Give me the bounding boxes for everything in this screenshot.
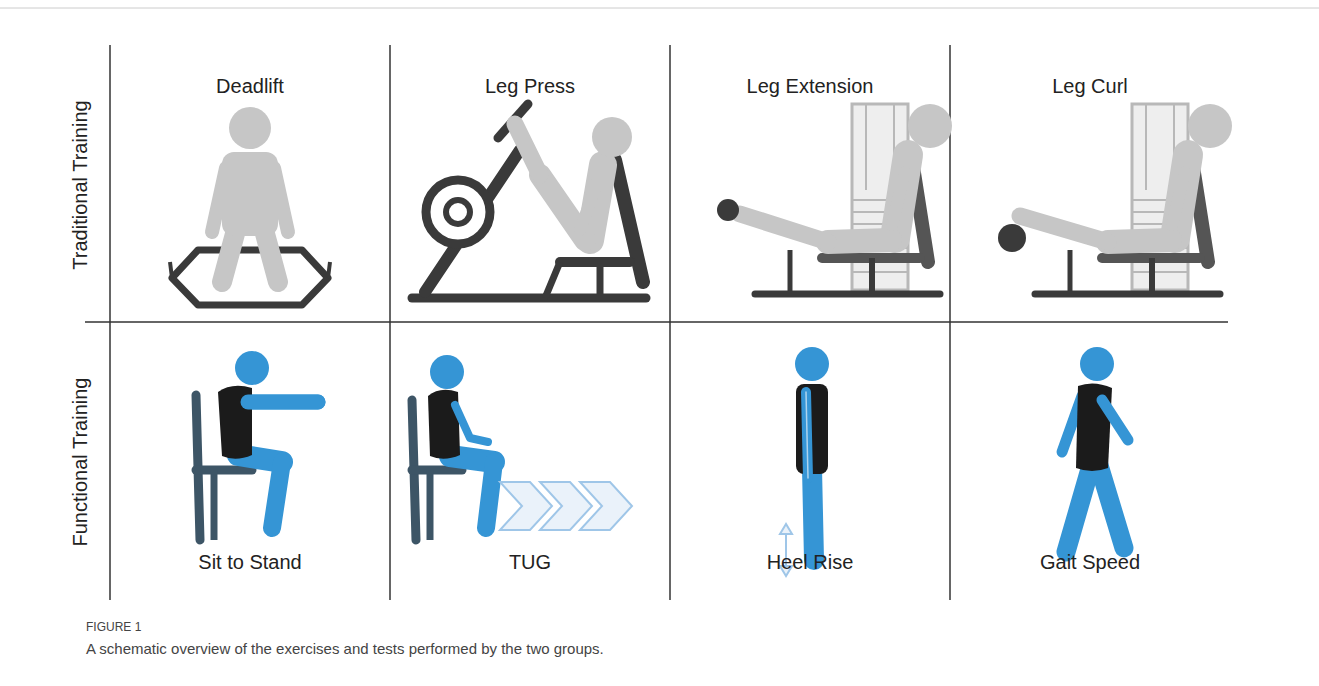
tug-illustration-part: [428, 390, 460, 459]
leg-curl-illustration-part: [1020, 155, 1188, 242]
grid-lines-part: [85, 321, 1228, 323]
heel-rise-illustration-part: [795, 347, 829, 381]
figure-number: FIGURE 1: [86, 621, 141, 634]
test-label: Heel Rise: [767, 551, 854, 573]
test-label: TUG: [509, 551, 551, 573]
leg-extension-illustration-part: [908, 104, 952, 148]
figure-caption: A schematic overview of the exercises an…: [86, 641, 604, 658]
leg-extension-illustration: [717, 104, 952, 294]
heel-rise-illustration: [780, 347, 829, 576]
leg-curl-illustration-part-part: [1172, 172, 1185, 225]
tug-illustration-part: [427, 470, 434, 540]
deadlift-illustration-part: [328, 262, 330, 278]
deadlift-illustration-part-part: [264, 230, 278, 282]
tug-illustration-part-part: [500, 482, 552, 530]
leg-press-illustration-part: [446, 200, 470, 224]
leg-curl-illustration-part-part: [1132, 271, 1188, 273]
heel-rise-illustration-part: [812, 468, 814, 560]
gait-speed-illustration-part: [1076, 383, 1112, 471]
leg-extension-illustration-part-part: [852, 271, 908, 273]
exercise-label: Leg Extension: [747, 75, 874, 97]
deadlift-illustration-part-part: [222, 230, 236, 282]
leg-press-illustration-part: [515, 124, 603, 240]
leg-press-illustration-part: [425, 150, 520, 292]
leg-extension-illustration-part: [788, 250, 793, 294]
sit-to-stand-illustration-part: [248, 395, 318, 410]
leg-curl-illustration-part: [1188, 104, 1232, 148]
heel-rise-illustration-part-part: [780, 524, 792, 534]
leg-press-illustration-part: [545, 262, 560, 298]
grid-lines: [0, 8, 1319, 600]
deadlift-illustration-part: [229, 107, 271, 149]
deadlift-illustration-part: [170, 262, 172, 278]
leg-curl-illustration-part: [1068, 250, 1073, 294]
deadlift-illustration: [170, 107, 330, 305]
gait-speed-illustration: [1062, 347, 1128, 552]
leg-extension-illustration-part: [717, 199, 739, 221]
sit-to-stand-illustration-part: [211, 470, 218, 540]
gait-speed-illustration-part-part: [1066, 462, 1092, 552]
leg-press-illustration-part: [412, 294, 646, 303]
deadlift-illustration-part: [172, 250, 328, 305]
sit-to-stand-illustration-part-part: [248, 395, 318, 410]
leg-curl-illustration-part: [1149, 258, 1155, 292]
tug-illustration-part-part: [540, 482, 592, 530]
tug-illustration-part: [430, 355, 464, 389]
heel-rise-illustration-part: [806, 392, 808, 478]
tug-illustration-part-part: [580, 482, 632, 530]
tug-illustration-part: [455, 405, 488, 442]
leg-press-illustration: [412, 104, 646, 298]
leg-press-illustration-part: [592, 117, 632, 157]
exercise-label: Leg Curl: [1052, 75, 1128, 97]
leg-press-illustration-part: [597, 262, 604, 298]
leg-extension-illustration-part: [740, 155, 908, 242]
leg-press-illustration-part-part: [580, 180, 598, 230]
leg-press-illustration-part: [560, 257, 630, 267]
leg-curl-illustration: [998, 104, 1232, 294]
exercise-label: Leg Press: [485, 75, 575, 97]
sit-to-stand-illustration-part: [235, 351, 269, 385]
leg-extension-illustration-part-part: [828, 240, 890, 242]
row-label: Traditional Training: [69, 100, 91, 269]
tug-illustration: [412, 355, 632, 540]
tug-illustration-part: [450, 456, 494, 528]
test-label: Gait Speed: [1040, 551, 1140, 573]
grid-lines-part: [0, 8, 1319, 9]
test-label: Sit to Stand: [198, 551, 301, 573]
leg-extension-illustration-part-part: [892, 172, 905, 225]
row-label: Functional Training: [69, 378, 91, 547]
leg-extension-illustration-part-part: [865, 104, 867, 190]
leg-press-illustration-part: [426, 180, 490, 244]
leg-curl-illustration-part-part: [1020, 216, 1108, 242]
leg-extension-illustration-part: [869, 258, 875, 292]
leg-press-illustration-part-part: [515, 124, 540, 175]
heel-rise-illustration-part: [806, 392, 808, 478]
gait-speed-illustration-part: [1080, 347, 1114, 381]
leg-extension-illustration-part: [755, 291, 940, 298]
tug-illustration-part: [500, 482, 632, 530]
sit-to-stand-illustration: [196, 351, 318, 540]
leg-curl-illustration-part-part: [1108, 240, 1170, 242]
leg-extension-illustration-part-part: [740, 214, 828, 242]
deadlift-illustration-part: [222, 152, 278, 236]
exercise-label: Deadlift: [216, 75, 284, 97]
tug-illustration-part-part: [486, 462, 494, 528]
gait-speed-illustration-part-part: [1098, 462, 1124, 548]
sit-to-stand-illustration-part-part: [272, 462, 282, 528]
leg-curl-illustration-part-part: [1145, 104, 1147, 190]
leg-curl-illustration-part: [998, 224, 1026, 252]
gait-speed-illustration-part: [1102, 400, 1128, 440]
leg-curl-illustration-part: [1035, 291, 1220, 298]
